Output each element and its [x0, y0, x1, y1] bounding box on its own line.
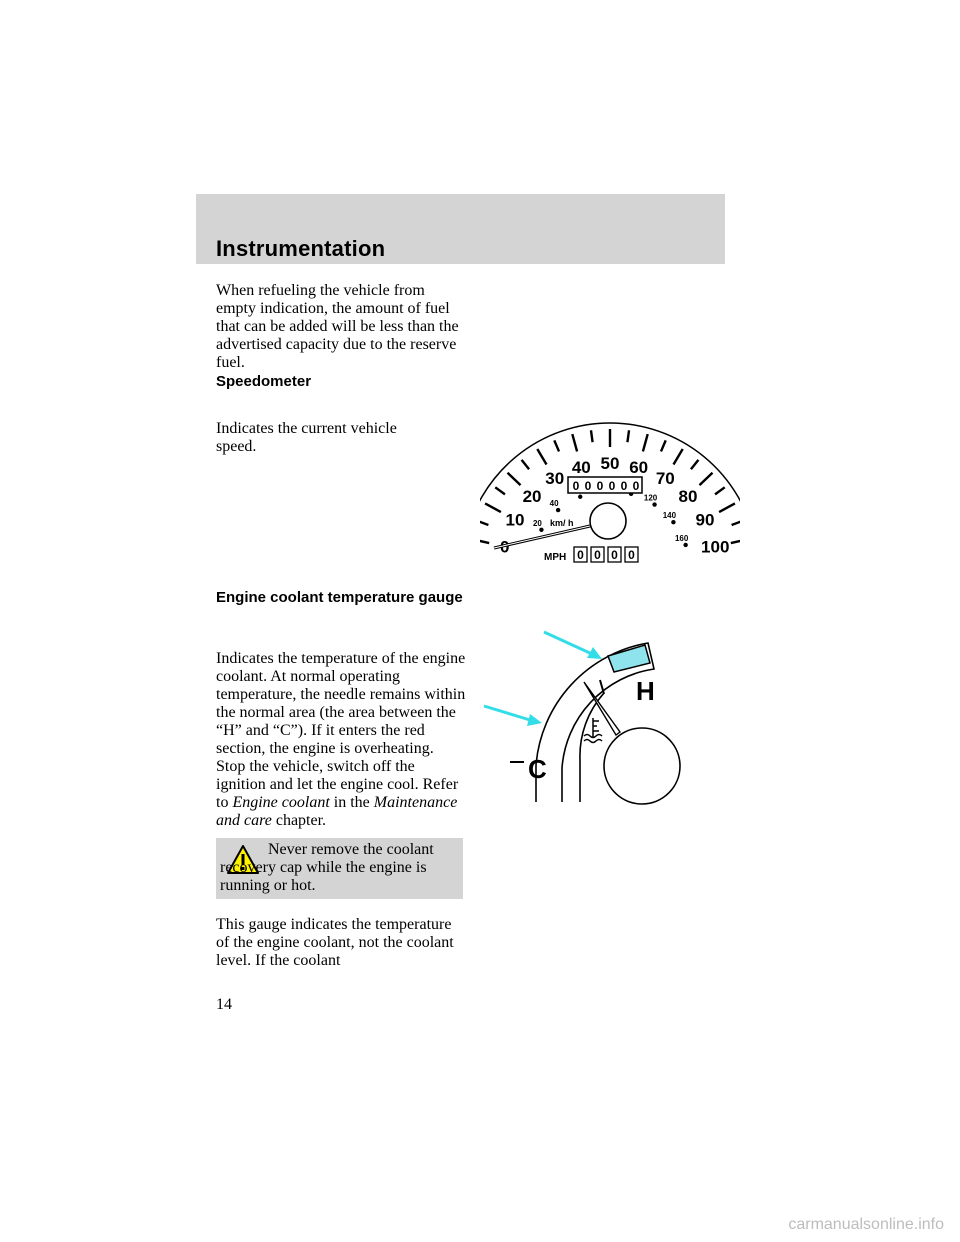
trip-digit-box: [624, 546, 639, 563]
normal-mark: [599, 679, 605, 695]
mph-label: 60: [629, 458, 648, 477]
speed-tick: [520, 459, 531, 471]
odometer-digit: 0: [609, 479, 616, 493]
trip-digit: 0: [611, 548, 618, 562]
kmh-dot: [539, 527, 544, 532]
page-number: 14: [216, 996, 232, 1013]
odometer-digit: 0: [573, 479, 580, 493]
kmh-dot: [555, 507, 561, 513]
speed-tick: [718, 502, 736, 514]
trip-digit: 0: [594, 548, 601, 562]
speed-tick: [494, 486, 506, 496]
speed-tick: [506, 471, 522, 487]
coolant-paragraph-lead: Indicates the temperature of the engine …: [216, 650, 466, 811]
mph-label: 90: [696, 511, 715, 530]
speed-tick: [689, 459, 700, 471]
coolant-paragraph-mid: in the: [329, 794, 374, 811]
coolant-paragraph-tail: chapter.: [271, 812, 327, 829]
odometer-digit: 0: [597, 479, 604, 493]
mph-label: 100: [701, 538, 729, 557]
speed-tick: [672, 448, 684, 466]
mph-label: 20: [523, 487, 542, 506]
mph-label: 40: [572, 458, 591, 477]
kmh-dot: [683, 542, 688, 548]
speed-tick: [536, 448, 548, 466]
trip-digit-box: [573, 546, 588, 563]
gauge-paragraph: This gauge indicates the temperature of …: [216, 916, 454, 969]
kmh-dot: [671, 520, 676, 525]
speedometer-paragraph: Indicates the current vehicle speed.: [216, 420, 397, 455]
cold-label: C: [528, 754, 547, 784]
mph-label: 0: [500, 538, 509, 557]
trip-digit-box: [607, 546, 622, 563]
chapter-header: Instrumentation: [196, 194, 725, 264]
warning-triangle-icon: [227, 845, 259, 874]
speed-tick: [571, 433, 579, 452]
speed-tick: [553, 439, 561, 452]
kmh-label: 120: [644, 494, 658, 503]
kmh-label: 140: [663, 511, 677, 520]
coolant-paragraph: Indicates the temperature of the engine …: [216, 650, 466, 830]
trip-digit: 0: [577, 548, 584, 562]
refuel-paragraph: When refueling the vehicle from empty in…: [216, 282, 459, 371]
gauge-outer-arc: [535, 642, 655, 802]
speed-tick: [730, 539, 740, 545]
speed-tick: [589, 430, 594, 443]
speed-tick: [714, 486, 726, 496]
mph-label: 50: [601, 454, 620, 473]
mph-label: 10: [506, 511, 525, 530]
speed-tick: [480, 520, 489, 527]
warning-box: Never remove the coolant recovery cap wh…: [216, 838, 463, 899]
speed-tick: [731, 520, 740, 527]
watermark: carmanualsonline.info: [788, 1216, 944, 1233]
coolant-temperature-icon: [583, 718, 603, 744]
warning-text: Never remove the coolant recovery cap wh…: [220, 841, 434, 894]
coolant-gauge-illustration: H C: [483, 630, 681, 805]
trip-digit: 0: [628, 548, 635, 562]
kmh-unit-label: km/ h: [550, 518, 574, 528]
coolant-heading: Engine coolant temperature gauge: [216, 589, 463, 606]
coolant-needle: [583, 681, 681, 805]
speedometer-heading: Speedometer: [216, 373, 312, 390]
trip-digit-box: [590, 546, 605, 563]
mph-unit-label: MPH: [544, 552, 566, 563]
odometer-digit: 0: [585, 479, 592, 493]
kmh-dot: [578, 494, 583, 499]
speed-tick: [484, 502, 502, 514]
callout-arrow-hot: [543, 630, 602, 659]
odometer-digit: 0: [633, 479, 640, 493]
speedometer-needle: [493, 502, 627, 550]
mph-label: 70: [656, 469, 675, 488]
kmh-label: 160: [675, 534, 689, 543]
speed-tick: [698, 471, 714, 487]
hot-zone: [607, 644, 651, 673]
hot-label: H: [636, 676, 655, 706]
speed-tick: [659, 439, 667, 452]
kmh-dot: [652, 502, 657, 507]
callout-arrow-normal: [483, 704, 542, 726]
speedometer-ticks: [480, 422, 740, 545]
maintenance-reference: Maintenance and care: [216, 794, 458, 829]
gauge-inner-arc: [579, 692, 605, 802]
kmh-label: 20: [533, 519, 542, 528]
mph-label: 80: [678, 487, 697, 506]
speed-tick: [641, 433, 649, 452]
kmh-label: 40: [550, 499, 559, 508]
engine-coolant-reference: Engine coolant: [232, 794, 330, 811]
speed-tick: [626, 430, 631, 443]
odometer-digit: 0: [621, 479, 628, 493]
mph-label: 30: [545, 469, 564, 488]
speed-tick: [480, 539, 490, 545]
chapter-title: Instrumentation: [216, 236, 386, 261]
